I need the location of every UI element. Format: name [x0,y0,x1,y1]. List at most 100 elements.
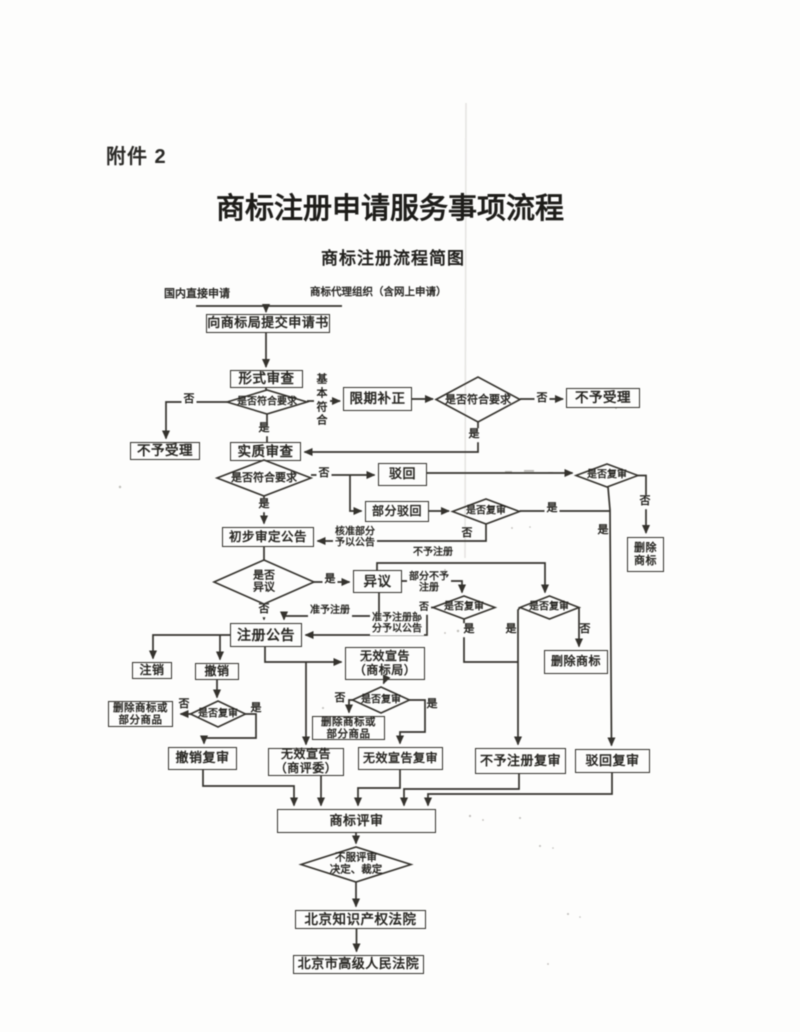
page-subtitle: 商标注册流程简图 [321,249,465,268]
label-diamond-dissatisfied-decision: 不服评审 决定、裁定 [329,851,383,875]
label-approved-part-announce: 准予注册部 分予以公告 [370,612,424,636]
label-partial-not-register: 部分不予 注册 [407,571,451,595]
label-verified-part-announce: 核准部分 予以公告 [333,526,377,550]
edge-registration-to-invalidation-office [264,647,343,667]
source-domestic-label: 国内直接申请 [164,288,230,300]
label-d5-yes: 是 [597,524,609,537]
node-opposition: 异议 [353,570,402,593]
label-d1-yes: 是 [256,422,272,436]
edge-opposition-notregister-to-d8 [376,562,550,594]
label-basically-conform: 基本符合 [314,372,330,430]
label-d7-no: 否 [417,601,431,615]
page-title: 商标注册申请服务事项流程 [215,193,564,225]
edge-d9-yes-to-chexiaoreview [199,713,257,745]
label-d9-yes: 是 [250,702,262,715]
edge-d10-yes-to-invalidationreview [395,699,426,745]
label-d9-no: 否 [178,698,190,711]
diamond-rejection-review [573,463,641,488]
node-invalidation-office: 无效宣告 （商标局） [345,647,425,680]
node-rejection-review: 驳回复审 [575,749,650,773]
node-registration-announcement: 注册公告 [230,623,302,647]
label-d5-no: 否 [637,495,653,509]
node-high-court: 北京市高级人民法院 [293,955,424,974]
diamond-dissatisfied-decision [298,846,414,883]
node-invalidation-board: 无效宣告 （商评委） [268,747,344,776]
node-not-accept-left: 不予受理 [130,442,200,460]
flow-connectors [148,303,651,953]
label-approve-register: 准予注册 [308,604,352,618]
label-diamond-opposition: 是否 异议 [253,569,275,594]
node-cancellation-chexiao: 撤销 [195,663,239,680]
label-d10-yes: 是 [426,698,438,711]
scan-fold-line [464,102,467,559]
label-diamond-correction-conform: 是否符合要求 [445,393,511,406]
label-d1-no: 否 [181,393,197,407]
label-diamond-formal-conform: 是否符合要求 [237,396,297,408]
label-diamond-partialrefuse-review: 是否复审 [444,601,484,613]
node-delete-mark-small: 删除 商标 [627,537,664,572]
node-deadline-correction: 限期补正 [343,387,412,411]
node-not-accept-right: 不予受理 [566,388,640,408]
node-submit-application: 向商标局提交申请书 [206,314,330,333]
label-d7-yes: 是 [461,623,477,637]
diamond-chexiao-review [188,700,248,728]
node-substantive-exam: 实质审查 [230,442,301,461]
source-agency-label: 商标代理组织（含网上申请） [310,286,447,298]
edge-d8-yes-to-refusereview [513,606,523,746]
node-preliminary-announcement: 初步审定公告 [222,527,314,547]
label-d6-yes: 是 [322,573,338,587]
label-d8-no: 否 [579,623,591,636]
edge-d1-no-to-notaccept [161,401,227,440]
diamond-refuse-review [517,595,582,620]
label-diamond-rejection-review: 是否复审 [587,469,627,481]
label-d2-yes: 是 [466,428,482,442]
diamond-opposition [212,559,316,605]
label-d4-yes: 是 [544,502,560,516]
label-d2-no: 否 [534,392,550,406]
node-ip-court: 北京知识产权法院 [295,910,426,929]
node-rejection: 驳回 [378,463,427,486]
diamond-invalidation-review [350,686,412,714]
diamond-formal-conform [224,389,310,415]
label-diamond-invalidation-review: 是否复审 [361,694,401,706]
node-chexiao-review: 撤销复审 [168,747,237,770]
label-diamond-chexiao-review: 是否复审 [198,708,238,720]
label-d8-yes: 是 [505,623,517,636]
decision-diamonds [188,376,641,883]
edge-d5-no-to-deletemark [638,474,651,535]
label-diamond-refuse-review: 是否复审 [529,601,569,613]
diamond-partialrejection-review [450,498,522,525]
node-delete-mark-or-goods-left: 删除商标或 部分商品 [108,701,173,727]
attachment-label: 附件 2 [106,146,167,168]
edge-refusereview-to-review [399,774,520,807]
label-d3-no: 否 [316,467,332,481]
edge-d2-yes-to-substantive [303,422,479,457]
label-diamond-partialrejection-review: 是否复审 [466,505,506,517]
label-diamond-substantive-conform: 是否符合要求 [231,471,297,484]
node-cancellation-zhuxiao: 注销 [132,662,172,679]
diamond-correction-conform [434,376,522,423]
node-delete-mark-or-goods-mid: 删除商标或 部分商品 [312,716,385,740]
scan-noise-specks [118,207,617,965]
label-d4-no: 否 [461,527,473,540]
node-refuse-registration-review: 不予注册复审 [475,748,566,774]
label-d10-no: 否 [334,692,346,705]
edge-chexiaoreview-to-review [202,770,299,807]
node-trademark-review: 商标评审 [277,809,436,833]
label-not-register: 不予注册 [413,546,453,558]
edge-invalidationreview-to-review [353,770,401,807]
label-d3-yes: 是 [256,498,272,512]
node-invalidation-review: 无效宣告复审 [358,747,443,770]
label-d6-no: 否 [256,603,272,617]
edge-branch-to-partial-rejection [349,475,363,516]
node-formal-exam: 形式审查 [230,370,303,388]
edge-invalidationoffice-to-d10 [382,674,391,685]
edge-d5-yes-to-rejectionreview [607,486,616,747]
edge-registration-to-cancel-bar [148,634,230,660]
diamond-partialrefuse-review [430,595,498,620]
diamond-substantive-conform [214,459,314,497]
edge-rejectionreview-to-review [423,773,613,807]
